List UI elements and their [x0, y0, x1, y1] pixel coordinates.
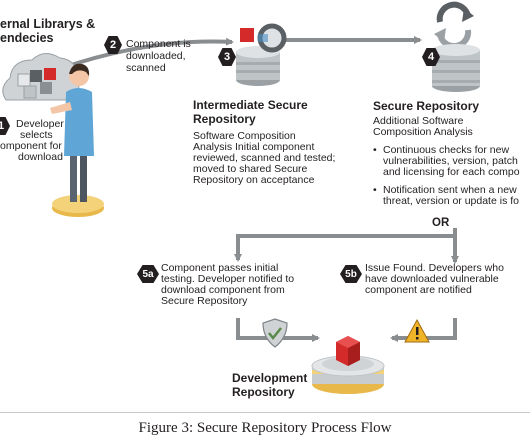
- or-label: OR: [432, 217, 450, 229]
- step-1-badge: 1: [0, 117, 10, 135]
- external-libraries-title: ernal Librarys &: [0, 17, 96, 31]
- step-2-line2: downloaded,: [126, 50, 186, 62]
- step-2-line1: Component is: [126, 38, 191, 50]
- step-4-bullet-2-line1: Notification sent when a new: [383, 184, 517, 196]
- step-5a-line2: testing. Developer notified to: [161, 273, 295, 285]
- intermediate-repo-title-line1: Intermediate Secure: [193, 98, 308, 112]
- step-2-line3: scanned: [126, 62, 166, 74]
- step-5b-line2: have downloaded vulnerable: [365, 273, 499, 285]
- step-4-badge: 4: [422, 48, 440, 66]
- arrow-cloud-to-intermediate: [61, 37, 234, 70]
- developer-figure-icon: [50, 63, 104, 217]
- step-5b-line1: Issue Found. Developers who: [365, 262, 504, 274]
- step-5a-line3: download component from: [161, 284, 285, 296]
- sync-repository-icon: [432, 1, 480, 92]
- scanner-repository-icon: [236, 23, 287, 86]
- step-3-line4: moved to shared Secure: [193, 163, 308, 175]
- dev-repo-title-line2: Repository: [232, 385, 295, 399]
- arrow-secure-to-5a: [234, 228, 457, 262]
- step-3-line2: Analysis Initial component: [193, 141, 315, 153]
- step-5a-line1: Component passes initial: [161, 262, 279, 274]
- intermediate-repo-title-line2: Repository: [193, 112, 256, 126]
- cloud-icon: [2, 53, 80, 101]
- step-5b-badge: 5b: [340, 265, 362, 283]
- step-4-bullet-1-line2: vulnerabilities, version, patch: [383, 155, 518, 167]
- step-5a-badge: 5a: [137, 265, 159, 283]
- external-libraries-title-line2: endecies: [0, 31, 54, 45]
- step-3-line5: Repository on acceptance: [193, 174, 315, 186]
- arrow-5a-to-dev: [236, 318, 320, 342]
- step-4-sub-line1: Additional Software: [373, 115, 464, 127]
- step-2-badge: 2: [104, 36, 122, 54]
- step-5b-line3: component are notified: [365, 284, 472, 296]
- step-3-line3: reviewed, scanned and tested;: [193, 152, 336, 164]
- step-3-badge: 3: [218, 48, 236, 66]
- step-1-line2: selects: [20, 129, 53, 141]
- dev-repo-title-line1: Development: [232, 371, 308, 385]
- step-1-line4: download: [18, 151, 63, 163]
- step-3-line1: Software Composition: [193, 130, 296, 142]
- step-4-bullet-1-line3: and licensing for each compo: [383, 166, 520, 178]
- caption-divider: [0, 412, 530, 413]
- step-4-bullet-2-line2: threat, version or update is fo: [383, 195, 519, 207]
- step-4-bullet-2-dot: •: [373, 184, 377, 196]
- shield-check-icon: [262, 318, 288, 348]
- warning-icon: [404, 318, 430, 343]
- step-4-bullet-1-line1: Continuous checks for new: [383, 144, 510, 156]
- step-1-line1: Developer: [16, 118, 64, 130]
- step-5a-line4: Secure Repository: [161, 295, 248, 307]
- step-4-bullet-1-dot: •: [373, 144, 377, 156]
- step-1-line3: omponent for: [0, 140, 62, 152]
- figure-caption: Figure 3: Secure Repository Process Flow: [138, 420, 392, 436]
- development-repository-icon: [311, 336, 385, 394]
- step-4-sub-line2: Composition Analysis: [373, 126, 473, 138]
- secure-repo-title: Secure Repository: [373, 99, 480, 113]
